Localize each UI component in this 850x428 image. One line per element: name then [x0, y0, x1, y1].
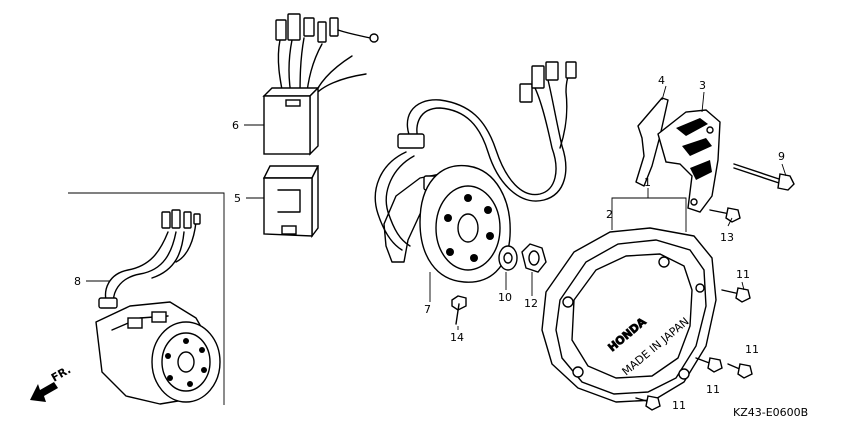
callout-2: 2: [606, 208, 613, 221]
stator-assembly: [374, 61, 577, 283]
callout-5: 5: [234, 192, 241, 205]
bolt-13: [709, 207, 741, 223]
sprocket-cover: [657, 109, 721, 213]
alt-stator-assembly: [95, 209, 221, 405]
nut: [521, 243, 547, 273]
inset-frame: [68, 192, 225, 405]
callout-11-a: 11: [736, 268, 750, 281]
callout-12: 12: [524, 297, 538, 310]
callout-4: 4: [658, 74, 665, 87]
bolt-11-c: [695, 357, 723, 373]
cdi-holder: [262, 165, 320, 239]
left-crankcase-cover: HONDA MADE IN JAPAN: [541, 188, 717, 403]
callout-1: 1: [644, 176, 651, 189]
callout-10: 10: [498, 291, 512, 304]
callouts: 1 2 3 4 5 6 7 8 9 10 11 11 11 11 12 13 1…: [74, 74, 785, 412]
callout-9: 9: [778, 150, 785, 163]
bolt-9: [733, 163, 795, 191]
callout-6: 6: [232, 119, 239, 132]
callout-7: 7: [424, 303, 431, 316]
front-arrow-icon: [30, 382, 58, 402]
callout-11-c: 11: [706, 383, 720, 396]
callout-14: 14: [450, 331, 464, 344]
diagram-code: KZ43-E0600B: [733, 406, 808, 419]
leader-lines: [86, 85, 787, 330]
bolt-14: [451, 295, 467, 325]
bolt-11-b: [727, 363, 753, 379]
gasket: [635, 97, 669, 187]
callout-11-b: 11: [745, 343, 759, 356]
callout-11-d: 11: [672, 399, 686, 412]
front-arrow-label: FR.: [49, 363, 73, 384]
callout-13: 13: [720, 231, 734, 244]
callout-8: 8: [74, 275, 81, 288]
cdi-unit: [262, 13, 379, 156]
bolt-11-a: [721, 287, 751, 303]
bolt-11-d: [635, 395, 661, 411]
callout-3: 3: [699, 79, 706, 92]
washer: [498, 245, 518, 271]
front-arrow: FR.: [30, 363, 73, 402]
